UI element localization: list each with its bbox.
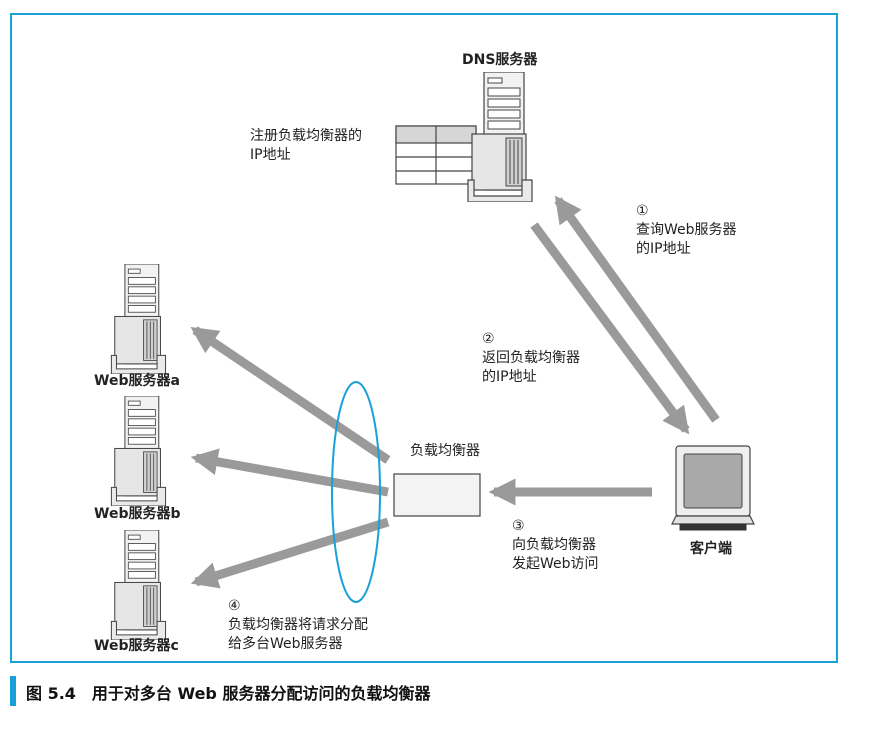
step-1-line1: 查询Web服务器 <box>636 222 737 238</box>
step-3-number: ③ <box>512 518 525 534</box>
step-1-line2: 的IP地址 <box>636 241 691 257</box>
step-3-line1: 向负载均衡器 <box>512 537 596 553</box>
dns-table-note-line2: IP地址 <box>250 147 291 163</box>
step-3-label: ③ 向负载均衡器 发起Web访问 <box>512 517 599 574</box>
step-3-line2: 发起Web访问 <box>512 556 599 572</box>
step-2-line2: 的IP地址 <box>482 369 537 385</box>
distribution-ring <box>331 381 381 603</box>
arrow-lb-to-web-a <box>190 326 391 464</box>
web-server-b-label: Web服务器b <box>94 506 181 522</box>
web-server-a-label: Web服务器a <box>94 373 180 389</box>
arrows <box>190 195 720 589</box>
client-monitor-icon <box>671 445 755 531</box>
arrow-dns-reply <box>530 222 690 435</box>
step-4-number: ④ <box>228 598 241 614</box>
arrow-lb-to-web-b <box>190 448 389 497</box>
step-2-label: ② 返回负载均衡器 的IP地址 <box>482 330 580 387</box>
dns-table-note-line1: 注册负载均衡器的 <box>250 128 362 144</box>
load-balancer-label: 负载均衡器 <box>410 443 480 459</box>
figure-caption: 图 5.4 用于对多台 Web 服务器分配访问的负载均衡器 <box>26 684 431 703</box>
step-2-number: ② <box>482 331 495 347</box>
arrow-lb-to-web-c <box>190 517 390 589</box>
dns-record-table <box>395 125 477 185</box>
web-server-a-icon <box>110 264 167 374</box>
load-balancer-icon <box>393 473 481 517</box>
web-server-b-icon <box>110 396 167 506</box>
dns-server-label: DNS服务器 <box>462 52 538 68</box>
step-1-number: ① <box>636 203 649 219</box>
caption-accent-bar <box>10 676 16 706</box>
arrow-query-dns <box>554 195 720 423</box>
dns-table-note: 注册负载均衡器的 IP地址 <box>250 127 362 165</box>
step-1-label: ① 查询Web服务器 的IP地址 <box>636 202 737 259</box>
dns-server-icon <box>467 72 533 202</box>
step-2-line1: 返回负载均衡器 <box>482 350 580 366</box>
web-server-c-label: Web服务器c <box>94 638 179 654</box>
diagram-frame <box>10 13 838 663</box>
web-server-c-icon <box>110 530 167 640</box>
client-label: 客户端 <box>690 541 732 557</box>
step-4-line1: 负载均衡器将请求分配 <box>228 617 368 633</box>
step-4-label: ④ 负载均衡器将请求分配 给多台Web服务器 <box>228 597 368 654</box>
step-4-line2: 给多台Web服务器 <box>228 636 343 652</box>
